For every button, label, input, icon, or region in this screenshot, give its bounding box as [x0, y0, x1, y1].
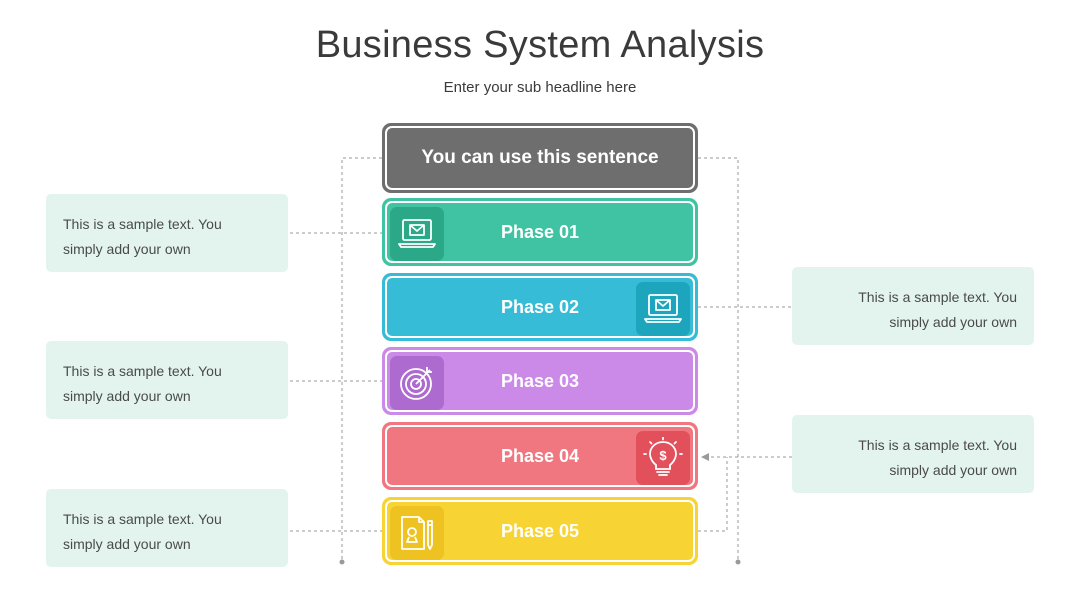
- phase-03-bar: Phase 03: [382, 347, 698, 415]
- phase-04-bar: Phase 04 $: [382, 422, 698, 490]
- phase-01-label: Phase 01: [500, 221, 580, 242]
- note-text-line-2: simply add your own: [63, 536, 191, 552]
- phase-05-icon-tile: [390, 506, 444, 560]
- left-vertical-connector: [341, 157, 382, 561]
- phase-03-label: Phase 03: [500, 370, 580, 391]
- svg-text:$: $: [659, 448, 667, 463]
- document-pencil-icon: [401, 516, 433, 550]
- note-left-1: This is a sample text. You simply add yo…: [46, 194, 288, 272]
- page-subtitle: Enter your sub headline here: [443, 79, 637, 96]
- note-right-2: This is a sample text. You simply add yo…: [792, 415, 1034, 493]
- target-icon: [400, 367, 432, 400]
- left-connector-end-dot: [339, 559, 345, 565]
- phase-02-label: Phase 02: [500, 296, 580, 317]
- idea-bulb-dollar-icon: $: [643, 437, 683, 476]
- note-left-2: This is a sample text. You simply add yo…: [46, 341, 288, 419]
- right-connector-end-dot: [735, 559, 741, 565]
- phase-01-icon-tile: [390, 207, 444, 261]
- phase-03-icon-tile: [390, 356, 444, 410]
- connector-phase-05-right: [698, 457, 728, 532]
- phase-04-label: Phase 04: [500, 445, 580, 466]
- note-text-line-2: simply add your own: [63, 388, 191, 404]
- phase-04-icon-tile: $: [636, 431, 690, 485]
- page-title: Business System Analysis: [315, 24, 765, 66]
- note-text-line-2: simply add your own: [889, 314, 1017, 330]
- note-left-3: This is a sample text. You simply add yo…: [46, 489, 288, 567]
- phase-01-bar: Phase 01: [382, 198, 698, 266]
- note-right-1: This is a sample text. You simply add yo…: [792, 267, 1034, 345]
- header-label: You can use this sentence: [421, 147, 659, 168]
- phase-02-icon-tile: [636, 282, 690, 336]
- note-text-line-1: This is a sample text. You: [858, 289, 1017, 305]
- note-text-line-1: This is a sample text. You: [63, 216, 222, 232]
- note-text-line-1: This is a sample text. You: [63, 511, 222, 527]
- phase-05-bar: Phase 05: [382, 497, 698, 565]
- header-banner: You can use this sentence: [382, 123, 698, 193]
- phase-02-bar: Phase 02: [382, 273, 698, 341]
- laptop-mail-icon: [398, 219, 436, 248]
- right-vertical-connector: [698, 157, 739, 561]
- note-text-line-2: simply add your own: [63, 241, 191, 257]
- note-text-line-2: simply add your own: [889, 462, 1017, 478]
- note-text-line-1: This is a sample text. You: [63, 363, 222, 379]
- phase-05-label: Phase 05: [500, 520, 580, 541]
- laptop-mail-icon: [644, 294, 682, 323]
- note-text-line-1: This is a sample text. You: [858, 437, 1017, 453]
